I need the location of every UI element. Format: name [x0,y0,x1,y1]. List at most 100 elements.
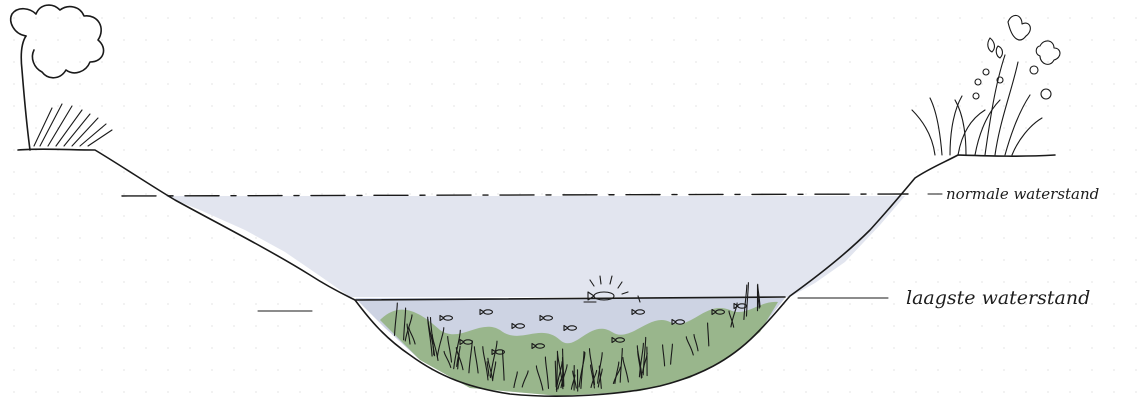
paper-dot [79,105,81,107]
paper-dot [343,391,345,393]
paper-dot [1135,237,1137,239]
paper-dot [255,17,257,19]
paper-dot [387,39,389,41]
paper-dot [167,61,169,63]
paper-dot [849,105,851,107]
paper-dot [937,17,939,19]
paper-dot [299,391,301,393]
paper-dot [1091,303,1093,305]
paper-dot [1003,83,1005,85]
paper-dot [541,17,543,19]
paper-dot [1113,61,1115,63]
paper-dot [1003,281,1005,283]
paper-dot [607,17,609,19]
paper-dot [145,303,147,305]
paper-dot [299,39,301,41]
paper-dot [937,391,939,393]
paper-dot [915,105,917,107]
paper-dot [937,83,939,85]
paper-dot [871,39,873,41]
paper-dot [321,171,323,173]
paper-dot [277,281,279,283]
paper-dot [1025,61,1027,63]
paper-dot [79,303,81,305]
paper-dot [233,369,235,371]
paper-dot [959,259,961,261]
paper-dot [915,83,917,85]
paper-dot [321,369,323,371]
paper-dot [167,303,169,305]
paper-dot [101,281,103,283]
paper-dot [1047,83,1049,85]
paper-dot [1025,325,1027,327]
paper-dot [981,391,983,393]
paper-dot [1113,105,1115,107]
paper-dot [959,83,961,85]
paper-dot [827,347,829,349]
paper-dot [57,237,59,239]
paper-dot [321,83,323,85]
paper-dot [827,281,829,283]
paper-dot [1003,171,1005,173]
paper-dot [233,281,235,283]
paper-dot [783,325,785,327]
paper-dot [299,127,301,129]
paper-dot [695,83,697,85]
paper-dot [563,83,565,85]
paper-dot [739,171,741,173]
paper-dot [541,39,543,41]
paper-dot [475,17,477,19]
paper-dot [189,391,191,393]
paper-dot [519,105,521,107]
paper-dot [1135,259,1137,261]
paper-dot [13,39,15,41]
paper-dot [959,391,961,393]
paper-dot [519,39,521,41]
paper-dot [1135,215,1137,217]
paper-dot [1135,17,1137,19]
paper-dot [13,105,15,107]
paper-dot [937,149,939,151]
paper-dot [1091,127,1093,129]
paper-dot [1113,215,1115,217]
paper-dot [101,347,103,349]
paper-dot [299,325,301,327]
paper-dot [409,61,411,63]
paper-dot [387,61,389,63]
paper-dot [13,17,15,19]
paper-dot [695,39,697,41]
paper-dot [1135,83,1137,85]
paper-dot [937,39,939,41]
paper-dot [277,325,279,327]
paper-dot [57,369,59,371]
paper-dot [189,325,191,327]
paper-dot [783,391,785,393]
paper-dot [233,347,235,349]
paper-dot [1025,105,1027,107]
paper-dot [1003,237,1005,239]
paper-dot [805,325,807,327]
paper-dot [497,149,499,151]
paper-dot [871,105,873,107]
paper-dot [79,171,81,173]
paper-dot [387,369,389,371]
paper-dot [937,347,939,349]
paper-dot [189,259,191,261]
paper-dot [255,237,257,239]
paper-dot [739,39,741,41]
paper-dot [1113,237,1115,239]
paper-dot [783,369,785,371]
paper-dot [871,149,873,151]
paper-dot [123,325,125,327]
paper-dot [57,61,59,63]
paper-dot [123,391,125,393]
paper-dot [1069,369,1071,371]
paper-dot [453,17,455,19]
paper-dot [233,171,235,173]
paper-dot [1113,39,1115,41]
paper-dot [79,369,81,371]
paper-dot [915,391,917,393]
paper-dot [849,149,851,151]
paper-dot [827,105,829,107]
paper-dot [827,17,829,19]
